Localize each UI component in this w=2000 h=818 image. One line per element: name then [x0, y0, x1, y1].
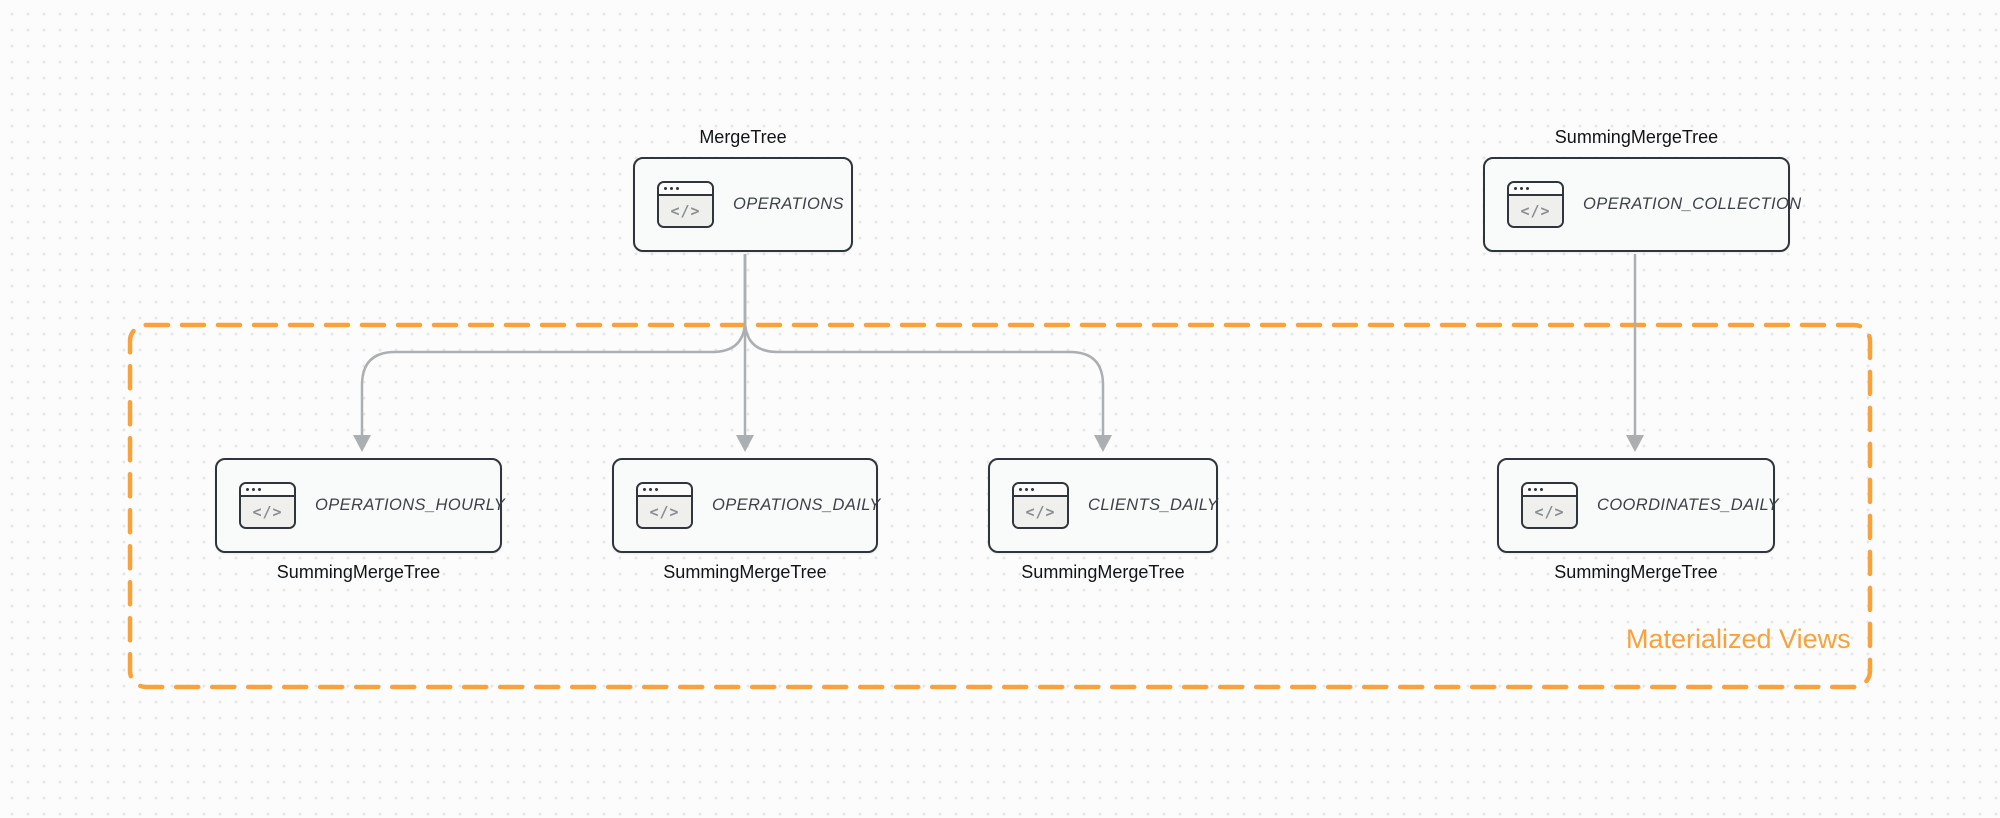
code-window-icon: </>: [1507, 181, 1564, 228]
arrowhead-icon: [736, 435, 754, 452]
engine-label: SummingMergeTree: [1021, 562, 1185, 582]
engine-label: MergeTree: [699, 127, 787, 147]
node-operation-collection[interactable]: SummingMergeTree </> OPERATION_COLLECTIO…: [1483, 127, 1801, 252]
node-operations-daily[interactable]: </> OPERATIONS_DAILY SummingMergeTree: [612, 458, 881, 582]
code-window-icon: </>: [636, 482, 693, 529]
arrowhead-icon: [353, 435, 371, 452]
node-operations[interactable]: MergeTree </> OPERATIONS: [633, 127, 853, 252]
code-window-icon: </>: [657, 181, 714, 228]
node-box[interactable]: </> CLIENTS_DAILY: [988, 458, 1218, 553]
node-coordinates-daily[interactable]: </> COORDINATES_DAILY SummingMergeTree: [1497, 458, 1779, 582]
code-glyph: </>: [659, 196, 712, 226]
node-box[interactable]: </> OPERATIONS: [633, 157, 853, 252]
arrowhead-icon: [1094, 435, 1112, 452]
node-box[interactable]: </> COORDINATES_DAILY: [1497, 458, 1779, 553]
node-box[interactable]: </> OPERATION_COLLECTION: [1483, 157, 1801, 252]
node-name: OPERATIONS: [733, 195, 844, 213]
edge-operations-to-clients-daily: [743, 254, 1105, 437]
code-glyph: </>: [638, 497, 691, 527]
engine-label: SummingMergeTree: [1554, 127, 1719, 147]
code-glyph: </>: [1523, 497, 1576, 527]
engine-label: SummingMergeTree: [276, 562, 441, 582]
code-glyph: </>: [1014, 497, 1067, 527]
node-name: CLIENTS_DAILY: [1088, 496, 1219, 514]
code-glyph: </>: [241, 497, 294, 527]
node-name: OPERATIONS_HOURLY: [315, 496, 506, 514]
engine-label: SummingMergeTree: [663, 562, 827, 582]
window-dots-icon: [1523, 484, 1576, 497]
window-dots-icon: [241, 484, 294, 497]
node-box[interactable]: </> OPERATIONS_HOURLY: [215, 458, 506, 553]
node-name: OPERATION_COLLECTION: [1583, 195, 1802, 213]
window-dots-icon: [1509, 183, 1562, 196]
code-window-icon: </>: [1012, 482, 1069, 529]
window-dots-icon: [1014, 484, 1067, 497]
edge-operations-to-operations-hourly: [360, 254, 747, 437]
code-glyph: </>: [1509, 196, 1562, 226]
materialized-views-group-label: Materialized Views: [1626, 624, 1851, 654]
window-dots-icon: [638, 484, 691, 497]
engine-label: SummingMergeTree: [1554, 562, 1718, 582]
node-name: COORDINATES_DAILY: [1597, 496, 1779, 514]
node-name: OPERATIONS_DAILY: [712, 496, 881, 514]
node-box[interactable]: </> OPERATIONS_DAILY: [612, 458, 881, 553]
node-operations-hourly[interactable]: </> OPERATIONS_HOURLY SummingMergeTree: [215, 458, 506, 582]
code-window-icon: </>: [239, 482, 296, 529]
window-dots-icon: [659, 183, 712, 196]
node-clients-daily[interactable]: </> CLIENTS_DAILY SummingMergeTree: [988, 458, 1218, 582]
arrowhead-icon: [1626, 435, 1644, 452]
code-window-icon: </>: [1521, 482, 1578, 529]
